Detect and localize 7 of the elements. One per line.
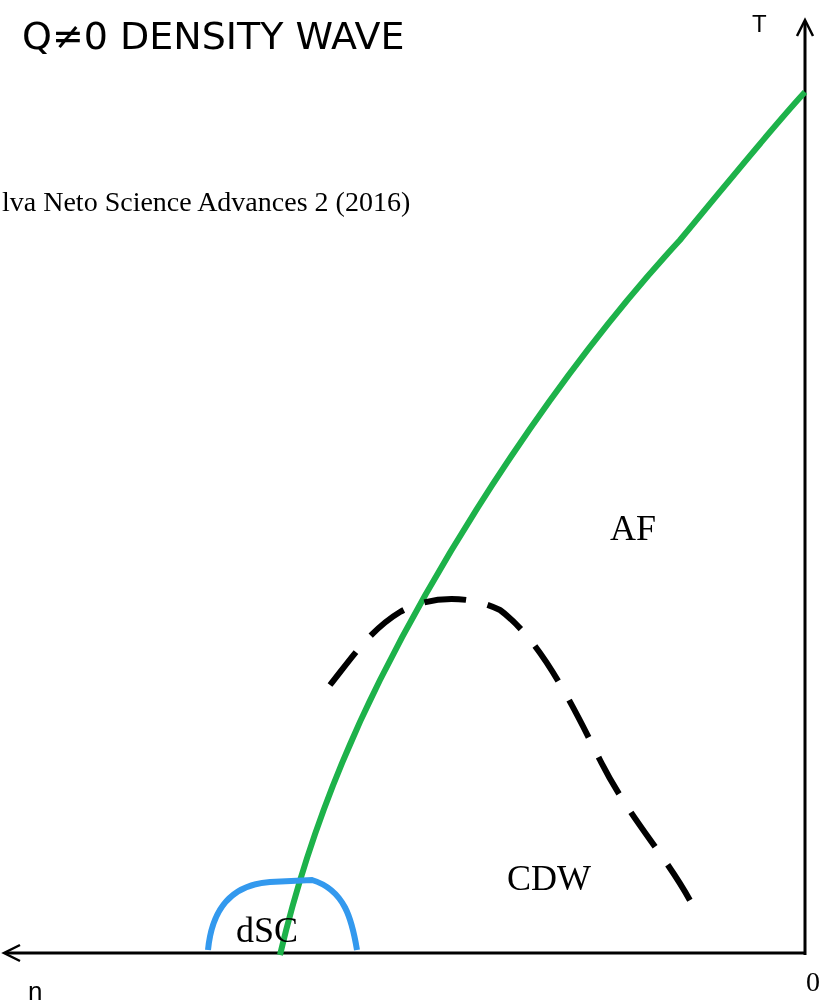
axis-label: n	[28, 978, 43, 1004]
tick-label: 0	[806, 968, 820, 996]
diagram-title: Q≠0 DENSITY WAVE	[22, 14, 405, 58]
axis-label: T	[752, 12, 767, 36]
citation-text: lva Neto Science Advances 2 (2016)	[2, 188, 411, 216]
region-label: CDW	[507, 860, 591, 896]
region-label: AF	[610, 510, 657, 546]
